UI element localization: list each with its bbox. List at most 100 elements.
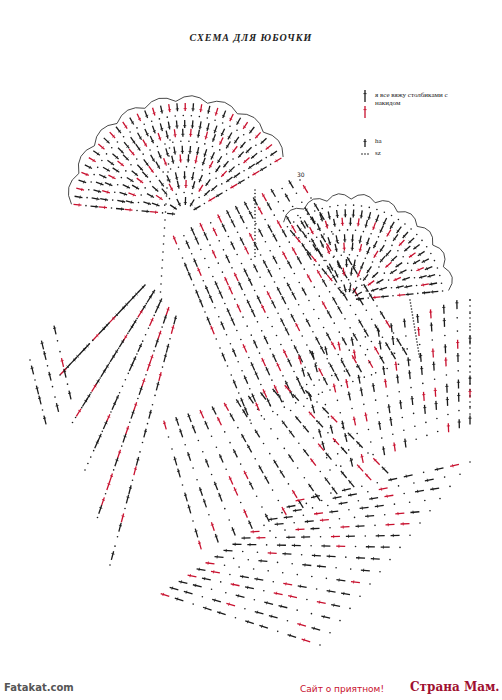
stitch-bar xyxy=(407,359,410,360)
stitch-bar xyxy=(331,343,334,345)
stitch-bar xyxy=(159,156,162,157)
stitch-symbol xyxy=(332,487,337,494)
chain-dot xyxy=(153,350,155,352)
stitch-bar xyxy=(145,175,147,177)
chain-dot xyxy=(301,335,303,337)
stitch-bar xyxy=(419,355,422,356)
stitch-symbol xyxy=(131,137,136,144)
chain-dot xyxy=(259,276,261,278)
stitch-bar xyxy=(136,459,139,461)
stitch-symbol xyxy=(257,296,261,304)
stitch-symbol xyxy=(169,104,170,112)
stitch-symbol xyxy=(233,449,237,457)
stitch-bar xyxy=(311,460,314,462)
stitch-bar xyxy=(160,197,162,200)
chain-dot xyxy=(296,609,298,611)
stitch-bar xyxy=(191,125,194,126)
stitch-symbol xyxy=(93,151,100,156)
stitch-symbol xyxy=(349,392,351,401)
stitch-bar xyxy=(219,292,222,293)
chain-dot xyxy=(371,341,373,343)
stitch-bar xyxy=(206,128,209,130)
stitch-bar xyxy=(258,230,261,231)
stitch-symbol xyxy=(351,582,360,583)
chain-dot xyxy=(272,489,274,491)
chain-dot xyxy=(370,441,372,443)
stitch-bar xyxy=(211,157,214,158)
stitch-symbol xyxy=(174,457,177,466)
stitch-bar xyxy=(56,405,59,407)
stitch-symbol xyxy=(232,146,237,152)
stitch-bar xyxy=(357,366,360,368)
stitch-bar xyxy=(452,464,454,467)
chain-dot xyxy=(183,192,185,194)
chain-dot xyxy=(226,153,228,155)
stitch-bar xyxy=(229,118,232,119)
stitch-bar xyxy=(337,265,340,267)
stitch-symbol xyxy=(448,423,450,432)
stitch-bar xyxy=(179,431,182,432)
stitch-bar xyxy=(151,195,153,198)
chain-dot xyxy=(398,391,400,393)
stitch-symbol xyxy=(379,421,380,430)
stitch-bar xyxy=(280,605,282,608)
stitch-bar xyxy=(332,299,335,301)
stitch-bar xyxy=(151,170,154,172)
stitch-symbol xyxy=(166,131,168,139)
stitch-symbol xyxy=(357,465,363,472)
stitch-bar xyxy=(271,518,272,521)
chain-dot xyxy=(102,431,104,433)
chain-dot xyxy=(446,374,448,376)
chain-dot xyxy=(326,457,328,459)
stitch-bar xyxy=(271,153,273,156)
stitch-symbol xyxy=(123,434,126,443)
stitch-bar xyxy=(288,505,290,508)
chain-dot xyxy=(456,317,458,319)
stitch-symbol xyxy=(443,305,445,314)
stitch-bar xyxy=(445,386,448,387)
stitch-symbol xyxy=(435,401,437,410)
stitch-symbol xyxy=(339,502,348,503)
chain-dot xyxy=(303,405,305,407)
stitch-bar xyxy=(271,302,274,303)
chain-dot xyxy=(469,341,471,343)
stitch-bar xyxy=(94,385,97,387)
stitch-bar xyxy=(319,601,321,604)
stitch-symbol xyxy=(364,329,369,337)
chain-dot xyxy=(277,414,279,416)
stitch-bar xyxy=(363,278,366,280)
chain-dot xyxy=(270,428,272,430)
stitch-bar xyxy=(306,391,308,393)
stitch-bar xyxy=(423,407,426,408)
stitch-bar xyxy=(358,297,359,300)
chain-dot xyxy=(306,599,308,601)
stitch-symbol xyxy=(100,199,108,201)
chain-dot xyxy=(215,177,217,179)
stitch-bar xyxy=(411,398,414,399)
stitch-symbol xyxy=(185,103,186,111)
stitch-bar xyxy=(393,444,396,445)
stitch-bar xyxy=(139,345,142,346)
stitch-bar xyxy=(241,436,244,438)
chain-dot xyxy=(367,491,369,493)
stitch-symbol xyxy=(301,536,310,537)
stitch-bar xyxy=(322,519,323,522)
stitch-symbol xyxy=(307,274,311,282)
chain-dot xyxy=(215,338,217,340)
stitch-bar xyxy=(135,173,137,175)
chain-dot xyxy=(342,427,344,429)
stitch-bar xyxy=(249,397,252,399)
stitch-symbol xyxy=(404,475,413,477)
stitch-symbol xyxy=(208,197,215,201)
stitch-symbol xyxy=(458,419,459,428)
stitch-symbol xyxy=(445,357,447,366)
chain-dot xyxy=(469,326,471,328)
stitch-bar xyxy=(219,456,222,457)
stitch-bar xyxy=(224,164,226,166)
chain-dot xyxy=(209,244,211,246)
chain-dot xyxy=(157,146,159,148)
stitch-bar xyxy=(393,534,394,537)
stitch-bar xyxy=(184,108,187,109)
chain-dot xyxy=(219,149,221,151)
stitch-symbol xyxy=(238,152,243,158)
